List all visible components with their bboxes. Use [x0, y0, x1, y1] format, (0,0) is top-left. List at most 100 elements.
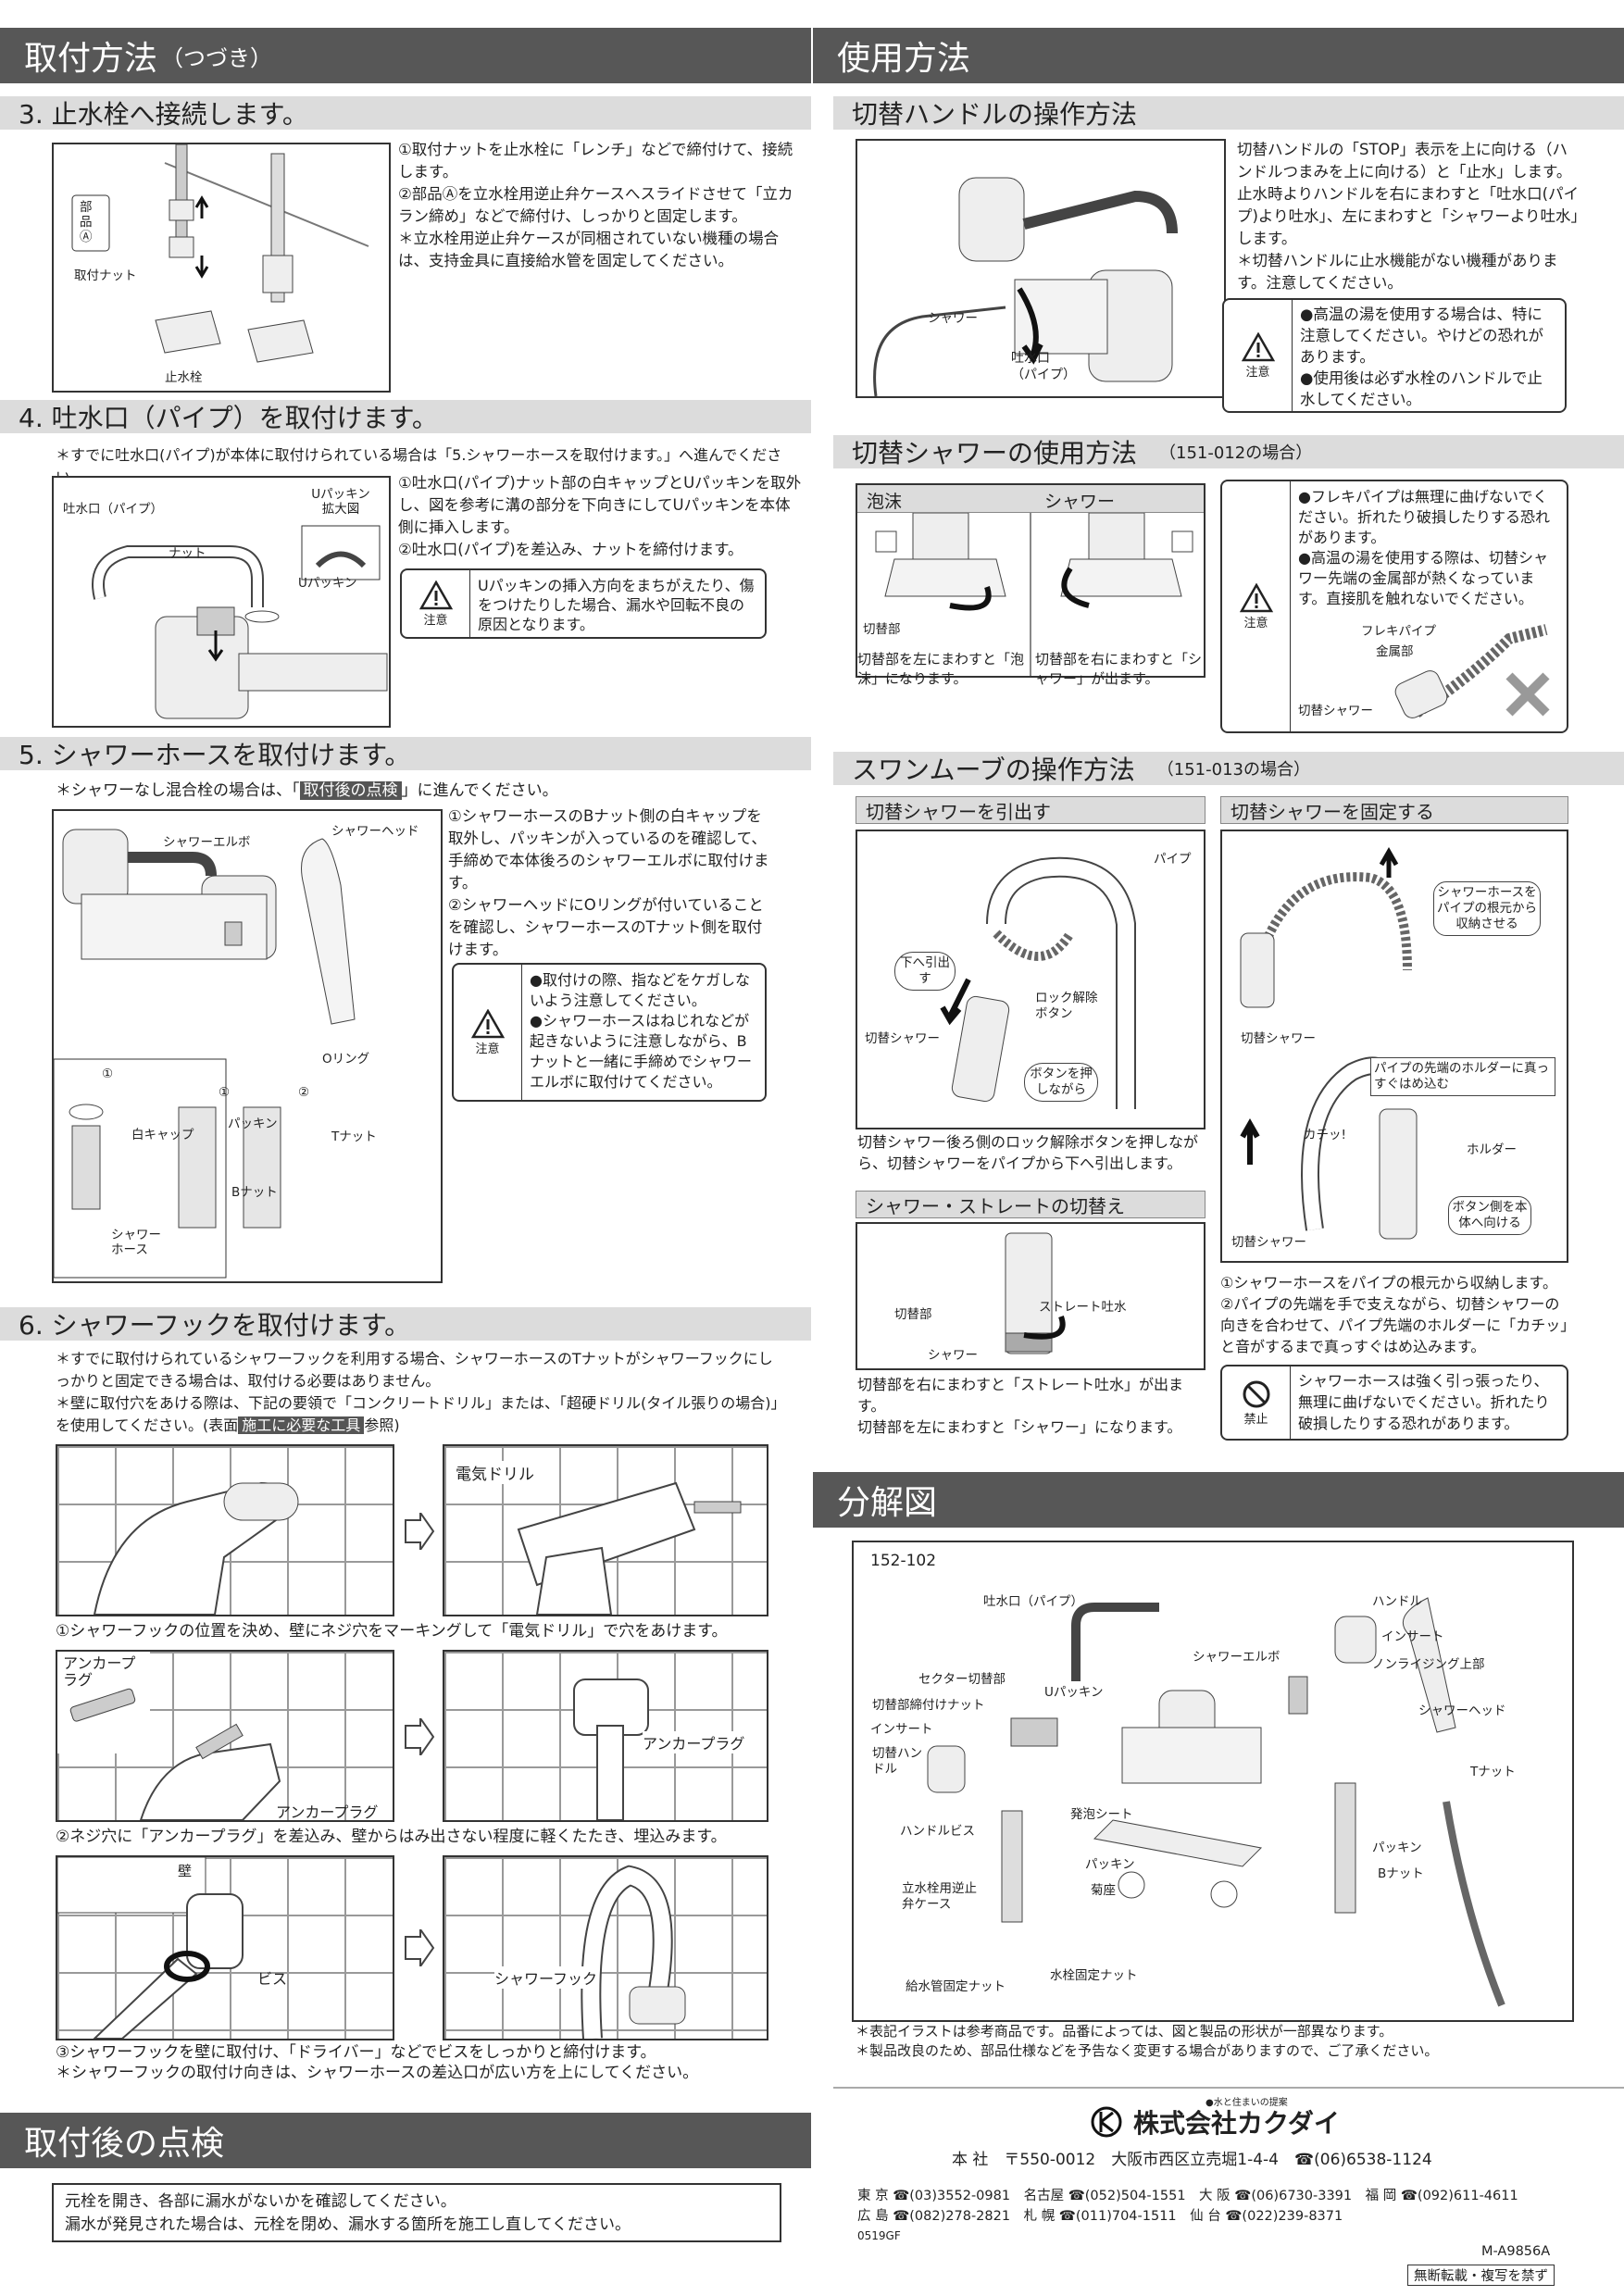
- usage-header-text: 使用方法: [837, 40, 971, 78]
- circle-1-label: ①: [102, 1067, 114, 1081]
- swan-fix-figure: シャワーホースをパイプの根元から収納させる 切替シャワー パイプの先端のホルダー…: [1220, 830, 1568, 1263]
- part-switch-handle: 切替ハンドル: [872, 1746, 922, 1777]
- switch-figure: シャワー 吐水口（パイプ）: [856, 139, 1226, 398]
- hook-label: シャワーフック: [494, 1966, 598, 1989]
- kirikae-cap-2: 切替部を右にまわすと「シャワー」が出ます。: [1035, 651, 1203, 687]
- tools-link[interactable]: 施工に必要な工具: [238, 1416, 365, 1434]
- step4-instructions: ①吐水口(パイプ)ナット部の白キャップとUパッキンを取外し、図を参考に溝の部分を…: [398, 472, 802, 561]
- oring-label: Oリング: [322, 1052, 370, 1067]
- part-letter: Ⓐ: [80, 230, 93, 244]
- straight-figure: 切替部 ストレート吐水 シャワー: [856, 1222, 1206, 1370]
- step5-caution-icon: 注意: [454, 965, 522, 1100]
- nut-label: ナット: [169, 546, 206, 561]
- step4-caution-box: 注意 Uパッキンの挿入方向をまちがえたり、傷をつけたりした場合、漏水や回転不良の…: [400, 568, 767, 639]
- anchor-label: アンカープラグ: [63, 1654, 136, 1689]
- part-check-valve: 立水栓用逆止弁ケース: [902, 1881, 977, 1912]
- switch-caution-icon: 注意: [1224, 300, 1293, 411]
- step6-step3-text: ③シャワーフックを壁に取付け、「ドライバー」などでビスをしっかりと締付けます。: [56, 2043, 656, 2062]
- step6-step1: ①シャワーフックの位置を決め、壁にネジ穴をマーキングして「電気ドリル」で穴をあけ…: [56, 1622, 728, 1641]
- arrow-2: [404, 1715, 435, 1759]
- switch-part-label: 切替部: [863, 622, 901, 637]
- inspection-link[interactable]: 取付後の点検: [299, 781, 402, 800]
- step5-pre-b: 」に進んでください。: [401, 781, 558, 800]
- step6-step3-note: ＊シャワーフックの取付け向きは、シャワーホースの差込口が広い方を上にしてください…: [56, 2064, 699, 2082]
- button-body-label: ボタン側を本体へ向ける: [1448, 1196, 1531, 1235]
- step3-instructions: ①取付ナットを止水栓に「レンチ」などで締付けて、接続します。 ②部品Ⓐを立水栓用…: [398, 139, 802, 272]
- hand-marking-illustration: [93, 1481, 299, 1616]
- step4-item-1: ①吐水口(パイプ)ナット部の白キャップとUパッキンを取外し、図を参考に溝の部分を…: [398, 474, 802, 536]
- kirikae-shower-label: 切替シャワー: [1298, 704, 1373, 718]
- inspection-box: 元栓を開き、各部に漏水がないかを確認してください。 漏水が発見された場合は、元栓…: [52, 2183, 781, 2242]
- switch-note: ＊切替ハンドルに止水機能がない機種があります。注意してください。: [1237, 252, 1558, 292]
- header-install-cont: 取付方法（つづき）: [0, 28, 811, 83]
- next-arrow-icon: [405, 1715, 435, 1759]
- kirikae-caution-icon: 注意: [1222, 481, 1291, 731]
- kirikae-divider: [1030, 513, 1031, 676]
- switch-text-block: 切替ハンドルの「STOP」表示を上に向ける（ハンドルつまみを上に向ける）と「止水…: [1237, 139, 1581, 294]
- anchor-panel: アンカープラグ アンカープラグ: [56, 1650, 394, 1822]
- step5-figure: シャワーエルボ シャワーヘッド Oリング ① 白キャップ ① ② パッキン Tナ…: [52, 809, 443, 1283]
- part-word: 部品: [80, 200, 93, 230]
- caution-word: 注意: [423, 613, 448, 628]
- anchor-label-2: アンカープラグ: [276, 1803, 379, 1821]
- kirikae-caution-box: 注意 ●フレキパイプは無理に曲げないでください。折れたり破損したりする恐れがあり…: [1220, 480, 1568, 733]
- step5-illustration: [53, 829, 356, 1279]
- swan-fix-caption: ①シャワーホースをパイプの根元から収納します。②パイプの先端を手で支えながら、切…: [1220, 1272, 1572, 1357]
- shower-col-label: シャワー: [1044, 492, 1116, 512]
- prohibit-icon-cell: 禁止: [1222, 1366, 1291, 1439]
- part-supply-nut: 給水管固定ナット: [906, 1979, 1006, 1994]
- step5-caution-1: ●取付けの際、指などをケガしないよう注意してください。: [530, 971, 750, 1009]
- kirikae-title: 切替シャワーの使用方法（151-012の場合）: [833, 435, 1624, 468]
- white-cap-label: 白キャップ: [131, 1128, 194, 1142]
- swan-shower-label-3: 切替シャワー: [1231, 1235, 1306, 1250]
- metal-part-label: 金属部: [1376, 644, 1414, 659]
- swan-pull-figure: パイプ 下へ引出す ロック解除ボタン ボタンを押しながら 切替シャワー: [856, 830, 1206, 1129]
- press-button-label: ボタンを押しながら: [1024, 1063, 1098, 1102]
- inspection-header-text: 取付後の点検: [24, 2125, 225, 2163]
- part-u-packing: Uパッキン: [1044, 1685, 1104, 1700]
- prohibit-word: 禁止: [1243, 1412, 1268, 1427]
- next-arrow-icon: [405, 1509, 435, 1554]
- exploded-illustration: [927, 1597, 1505, 2007]
- swan-fix-illustration: [1240, 846, 1418, 1240]
- hammer-panel: アンカープラグ: [443, 1650, 768, 1822]
- print-code: 0519GF: [857, 2229, 901, 2242]
- mount-nut-label: 取付ナット: [74, 268, 137, 283]
- next-arrow-icon: [405, 1926, 435, 1970]
- company-name: 株式会社カクダイ: [1133, 2108, 1340, 2139]
- shower-hose-label: シャワーホース: [111, 1228, 161, 1257]
- circle-2-label: ②: [298, 1085, 310, 1100]
- step6-step2: ②ネジ穴に「アンカープラグ」を差込み、壁からはみ出さない程度に軽くたたき、埋込み…: [56, 1828, 727, 1846]
- swan-pull-caption: 切替シャワー後ろ側のロック解除ボタンを押しながら、切替シャワーをパイプから下へ引…: [857, 1133, 1199, 1172]
- warning-icon: [470, 1008, 505, 1038]
- foam-col-label: 泡沫: [867, 492, 903, 512]
- step5-title-text: 5. シャワーホースを取付けます。: [19, 740, 411, 770]
- switch-title: 切替ハンドルの操作方法: [833, 96, 1624, 130]
- step5-pre-a: ＊シャワーなし混合栓の場合は、「: [56, 781, 300, 800]
- switch-caution-2: ●使用後は必ず水栓のハンドルで止水してください。: [1300, 369, 1543, 408]
- screw-label: ビス: [257, 1970, 288, 1988]
- swan-shower-label: 切替シャワー: [865, 1031, 940, 1046]
- doc-number: M-A9856A: [1481, 2244, 1551, 2259]
- t-nut-label: Tナット: [331, 1129, 377, 1144]
- part-switch-nut: 切替部締付けナット: [872, 1698, 985, 1713]
- shower-head-label: シャワーヘッド: [331, 824, 419, 839]
- exploded-notes: ＊表記イラストは参考商品です。品番によっては、図と製品の形状が一部異なります。＊…: [856, 2022, 1578, 2061]
- caution-word: 注意: [1243, 616, 1268, 630]
- step5-title: 5. シャワーホースを取付けます。: [0, 737, 811, 770]
- part-nonrising: ノンライジング上部: [1372, 1657, 1485, 1672]
- click-label: カチッ!: [1304, 1128, 1346, 1142]
- screw-illustration: [56, 1856, 244, 2040]
- exploded-note-2: ＊製品改良のため、部品仕様などを予告なく変更する場合がありますので、ご了承くださ…: [856, 2042, 1439, 2059]
- part-b-nut: Bナット: [1378, 1866, 1424, 1881]
- anchor-insert-illustration: [57, 1652, 281, 1821]
- part-insert-2: インサート: [870, 1722, 933, 1737]
- drill-illustration: [517, 1481, 742, 1616]
- part-shower-head: シャワーヘッド: [1418, 1703, 1506, 1718]
- part-foam-sheet: 発泡シート: [1070, 1807, 1133, 1822]
- step3-title: 3. 止水栓へ接続します。: [0, 96, 811, 130]
- step3-illustration: [71, 144, 369, 363]
- straight-flow-label: ストレート吐水: [1039, 1300, 1127, 1315]
